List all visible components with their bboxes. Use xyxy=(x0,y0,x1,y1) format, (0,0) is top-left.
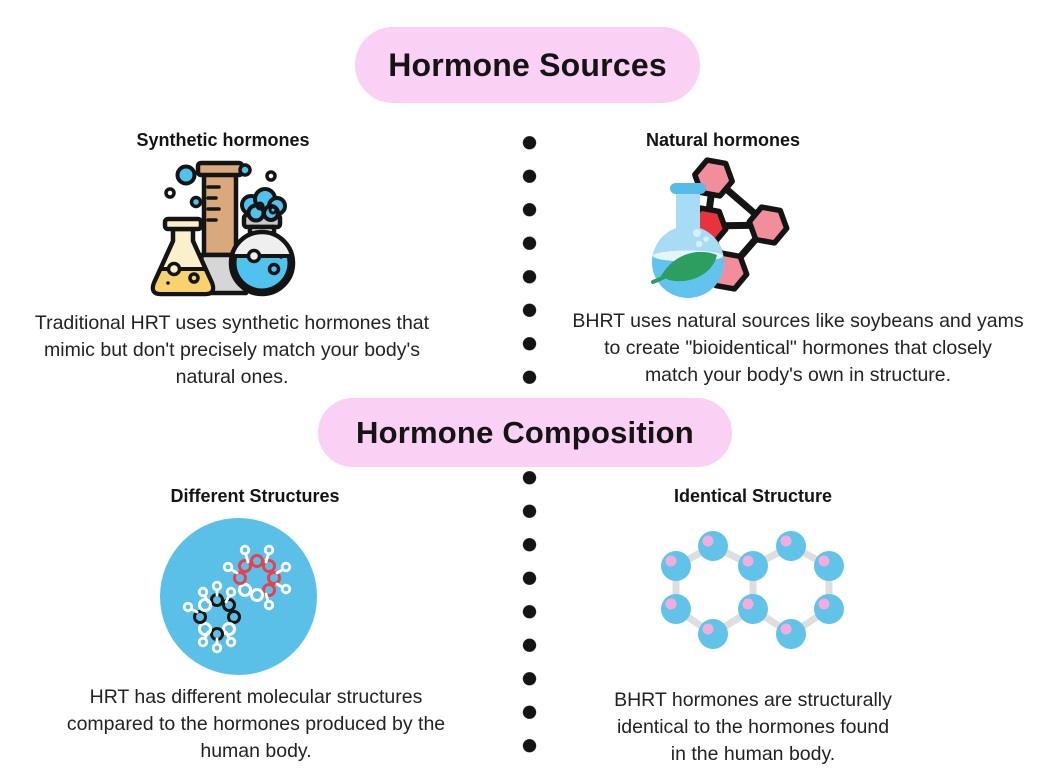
section-header-hormone-sources: Hormone Sources xyxy=(355,27,700,103)
molecule-rings-in-circle-icon xyxy=(160,518,317,675)
lab-flasks-icon xyxy=(150,160,296,297)
identical-structure-description: BHRT hormones are structurally identical… xyxy=(614,689,892,765)
natural-hormones-heading: Natural hormones xyxy=(645,130,801,150)
different-structures-description: HRT has different molecular structures c… xyxy=(66,686,446,762)
section-header-hormone-composition: Hormone Composition xyxy=(318,398,732,467)
natural-hormones-description: BHRT uses natural sources like soybeans … xyxy=(572,310,1024,386)
section-header-label: Hormone Composition xyxy=(356,414,694,450)
identical-structure-heading: Identical Structure xyxy=(673,486,833,506)
section-header-label: Hormone Sources xyxy=(388,46,667,83)
hexagon-lattice-molecule-icon xyxy=(661,531,844,649)
flask-and-molecules-icon xyxy=(651,152,805,298)
synthetic-hormones-heading: Synthetic hormones xyxy=(136,130,310,150)
synthetic-hormones-description: Traditional HRT uses synthetic hormones … xyxy=(34,312,430,388)
different-structures-heading: Different Structures xyxy=(170,486,340,506)
